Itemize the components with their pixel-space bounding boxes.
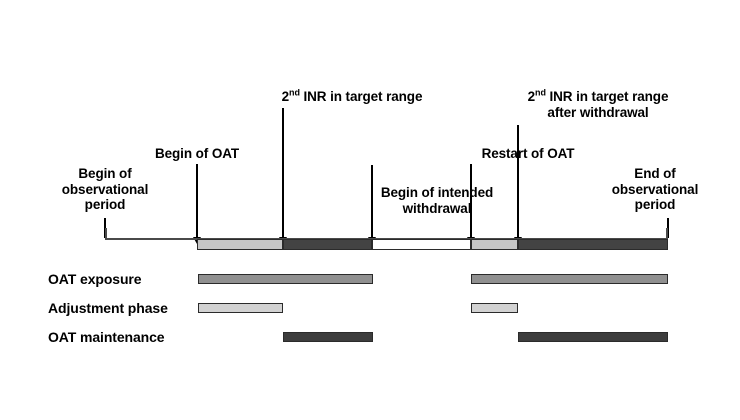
marker-label-restart-of-oat: Restart of OAT: [481, 146, 575, 161]
legend-bar-adjustment-phase-1: [198, 303, 283, 313]
timeline-segment-oat-maintenance-1: [283, 239, 372, 250]
marker-arrowhead-begin-of-oat: [192, 237, 201, 244]
legend-bar-oat-exposure-1: [198, 274, 373, 284]
legend-label-adjustment-phase: Adjustment phase: [48, 300, 168, 316]
marker-connector-second-inr-after-withdrawal: [517, 125, 519, 237]
legend-bar-adjustment-phase-2: [471, 303, 518, 313]
timeline-segment-withdrawal-gap: [372, 239, 471, 250]
timeline-segment-adjustment-phase-1: [197, 239, 283, 250]
marker-connector-begin-of-oat: [196, 164, 198, 237]
legend-bar-oat-maintenance-2: [518, 332, 668, 342]
marker-label-second-inr-in-target-range: 2nd INR in target range: [281, 87, 423, 104]
legend-label-oat-exposure: OAT exposure: [48, 271, 142, 287]
legend-row-adjustment-phase: Adjustment phase: [0, 297, 740, 319]
legend-bar-oat-exposure-2: [471, 274, 668, 284]
marker-connector-end-observational-period: [667, 218, 669, 238]
marker-label-begin-of-oat: Begin of OAT: [154, 146, 240, 161]
axis-tick-start: [105, 228, 107, 240]
axis-tick-end: [666, 228, 668, 240]
legend-label-oat-maintenance: OAT maintenance: [48, 329, 165, 345]
marker-connector-begin-of-intended-withdrawal: [371, 165, 373, 237]
legend-row-oat-maintenance: OAT maintenance: [0, 326, 740, 348]
marker-connector-second-inr-in-target-range: [282, 108, 284, 237]
timeline-segment-adjustment-phase-2: [471, 239, 518, 250]
marker-connector-restart-of-oat: [470, 164, 472, 237]
timeline-segment-oat-maintenance-2: [518, 239, 668, 250]
legend-row-oat-exposure: OAT exposure: [0, 268, 740, 290]
legend-bar-oat-maintenance-1: [283, 332, 373, 342]
